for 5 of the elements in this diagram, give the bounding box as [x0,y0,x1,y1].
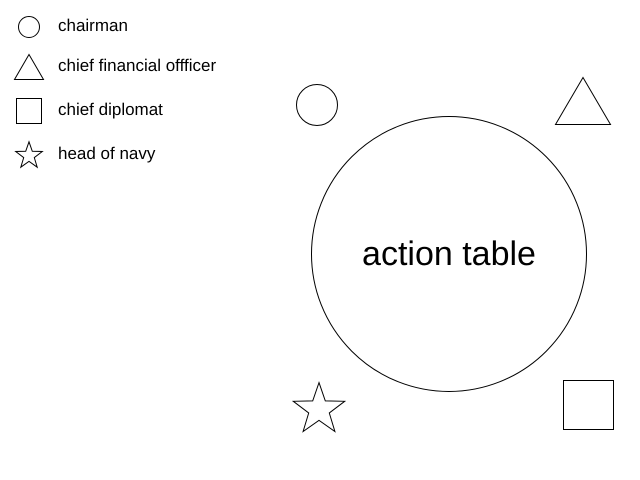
legend-label: head of navy [58,144,156,164]
legend-label: chairman [58,16,128,36]
legend-label: chief financial offficer [58,56,216,76]
legend-label: chief diplomat [58,100,163,120]
table-label: action table [362,234,536,274]
